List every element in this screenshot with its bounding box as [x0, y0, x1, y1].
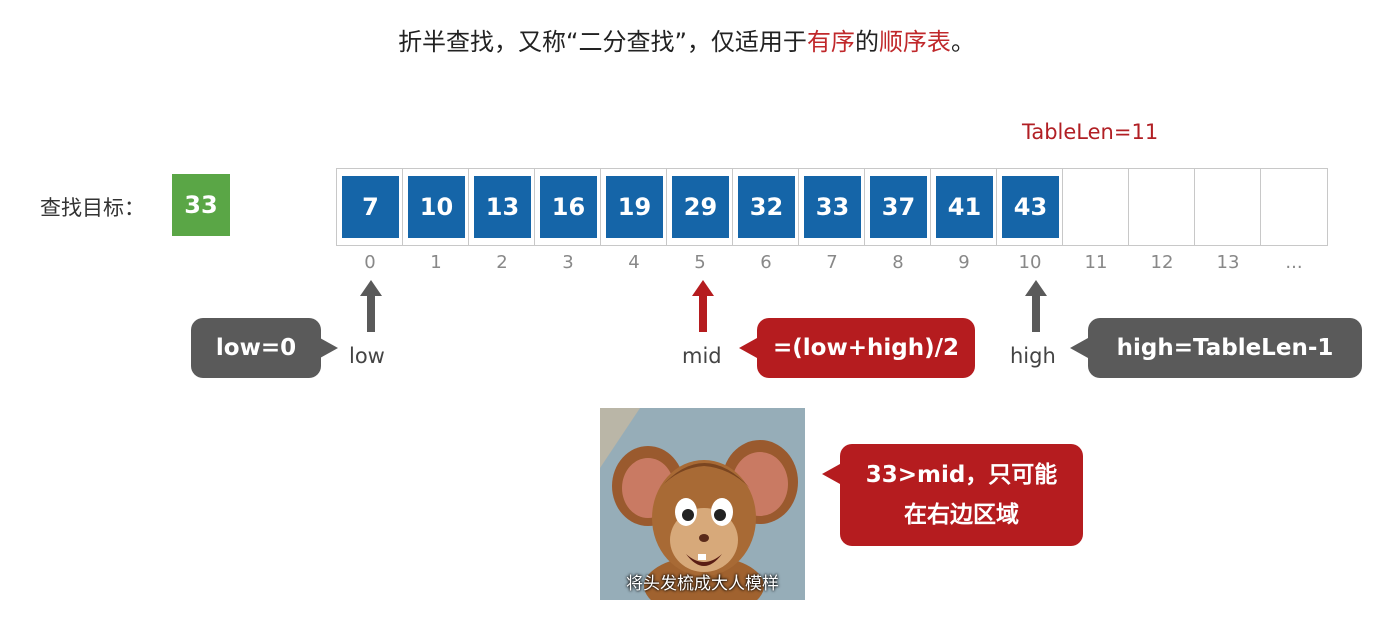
low-bubble: low=0 — [191, 318, 321, 378]
low-bubble-text: low=0 — [215, 335, 297, 361]
array-cell-value: 33 — [804, 176, 861, 238]
array-cell-value: 7 — [342, 176, 399, 238]
array-index-label: 13 — [1216, 252, 1240, 273]
array-index-label: 4 — [628, 252, 640, 273]
array-cell: 16 — [535, 169, 601, 245]
array-index-label: 0 — [364, 252, 376, 273]
meme-caption: 将头发梳成大人模样 — [626, 574, 779, 594]
array-index-label: 3 — [562, 252, 574, 273]
array-index-label: 8 — [892, 252, 904, 273]
array-index-label: 12 — [1150, 252, 1174, 273]
note-line-1: 33>mid，只可能 — [865, 462, 1058, 488]
high-arrow-icon — [1025, 280, 1047, 332]
array-cell: 10 — [403, 169, 469, 245]
array-cell: 13 — [469, 169, 535, 245]
array-cell-value: 19 — [606, 176, 663, 238]
array-cell-value: 41 — [936, 176, 993, 238]
mid-arrow-icon — [692, 280, 714, 332]
page-title: 折半查找，又称“二分查找”，仅适用于有序的顺序表。 — [0, 22, 1373, 57]
low-pointer-label: low — [349, 344, 385, 368]
title-highlight-sequential-list: 顺序表 — [878, 28, 951, 56]
array-cell: 37 — [865, 169, 931, 245]
high-bubble-tail — [1070, 338, 1088, 358]
array-index-label: 9 — [958, 252, 970, 273]
array-cell-value: 16 — [540, 176, 597, 238]
array-cell: 19 — [601, 169, 667, 245]
array-cell-value: 37 — [870, 176, 927, 238]
array-cell-value: 13 — [474, 176, 531, 238]
mid-pointer-label: mid — [682, 344, 722, 368]
array-cell-value: 43 — [1002, 176, 1059, 238]
array-cell: 43 — [997, 169, 1063, 245]
note-bubble-tail — [822, 464, 840, 484]
array-index-label: 11 — [1084, 252, 1108, 273]
array-cell: 29 — [667, 169, 733, 245]
array-index-label: 6 — [760, 252, 772, 273]
mid-bubble: =(low+high)/2 — [757, 318, 975, 378]
array-cell-value: 32 — [738, 176, 795, 238]
array-cell: 7 — [337, 169, 403, 245]
search-target-value: 33 — [172, 174, 230, 236]
search-target-label: 查找目标： — [40, 196, 145, 220]
array-cell — [1195, 169, 1261, 245]
mid-bubble-tail — [739, 338, 757, 358]
array-cell — [1129, 169, 1195, 245]
array-cell-value: 29 — [672, 176, 729, 238]
note-line-2: 在右边区域 — [904, 502, 1019, 528]
array-cell: 33 — [799, 169, 865, 245]
table-length-label: TableLen=11 — [1022, 120, 1159, 144]
note-bubble: 33>mid，只可能 在右边区域 — [840, 444, 1083, 546]
array-cell — [1261, 169, 1327, 245]
high-bubble: high=TableLen-1 — [1088, 318, 1362, 378]
array-index-label: ... — [1285, 252, 1303, 273]
array-cell-value: 10 — [408, 176, 465, 238]
low-arrow-icon — [360, 280, 382, 332]
jerry-mouse-meme-image: 将头发梳成大人模样 — [600, 408, 805, 600]
high-bubble-text: high=TableLen-1 — [1116, 335, 1334, 361]
title-text-1: 折半查找，又称“二分查找”，仅适用于 — [398, 28, 807, 56]
array-index-label: 1 — [430, 252, 442, 273]
title-text-3: 。 — [950, 28, 975, 56]
jerry-mouse-illustration — [600, 408, 805, 600]
array-cell — [1063, 169, 1129, 245]
title-text-2: 的 — [854, 28, 879, 56]
array-cell: 41 — [931, 169, 997, 245]
high-pointer-label: high — [1010, 344, 1056, 368]
array-cell: 32 — [733, 169, 799, 245]
array-index-label: 2 — [496, 252, 508, 273]
low-bubble-tail — [320, 338, 338, 358]
array-index-label: 10 — [1018, 252, 1042, 273]
mid-bubble-text: =(low+high)/2 — [773, 335, 959, 361]
array-index-label: 5 — [694, 252, 706, 273]
array-index-label: 7 — [826, 252, 838, 273]
title-highlight-ordered: 有序 — [806, 28, 855, 56]
